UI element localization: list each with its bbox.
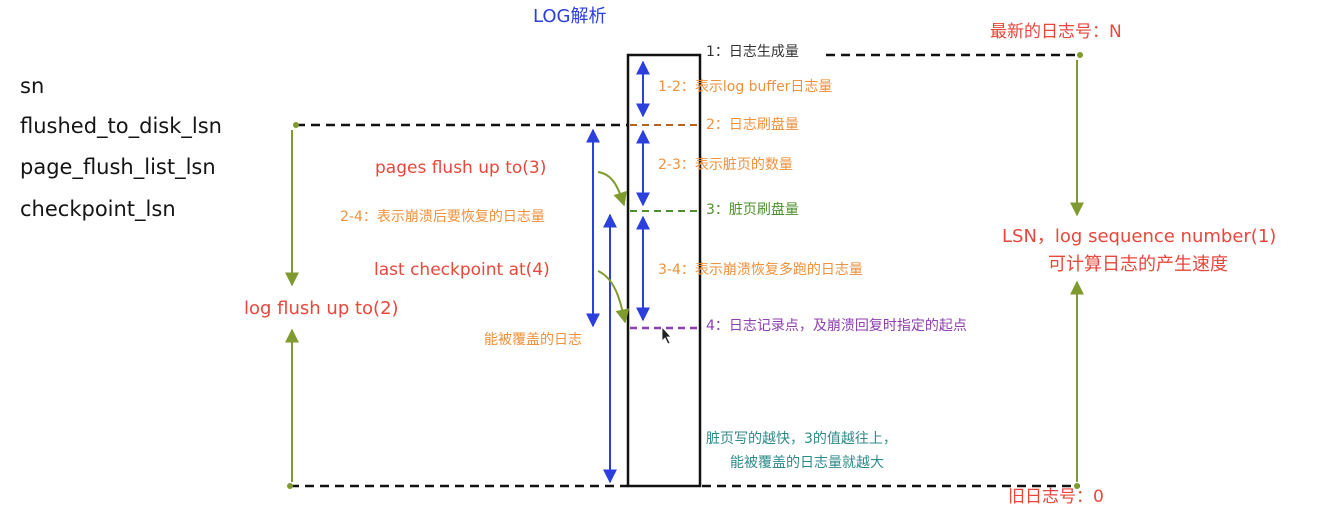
dot-right-bottom — [1074, 483, 1080, 489]
cursor-icon — [661, 325, 672, 345]
label-point-4: 4：日志记录点，及崩溃回复时指定的起点 — [706, 318, 967, 334]
term-checkpoint-lsn: checkpoint_lsn — [20, 197, 176, 221]
label-point-1: 1：日志生成量 — [706, 44, 799, 60]
label-range-3-4: 3-4：表示崩溃恢复多跑的日志量 — [658, 262, 863, 278]
label-lsn-speed: 可计算日志的产生速度 — [1048, 254, 1228, 275]
label-can-be-overwritten: 能被覆盖的日志 — [484, 332, 582, 348]
curve-last-checkpoint — [597, 270, 630, 324]
label-range-2-4: 2-4：表示崩溃后要恢复的日志量 — [340, 209, 545, 225]
note-line-1: 脏页写的越快，3的值越往上， — [706, 431, 897, 447]
term-page-flush-list-lsn: page_flush_list_lsn — [20, 155, 216, 179]
label-newest-log-number: 最新的日志号：N — [990, 22, 1122, 42]
dot-left-bottom — [287, 483, 293, 489]
label-log-flush-up-to: log flush up to(2) — [244, 298, 399, 319]
label-oldest-log-number: 旧日志号：0 — [1008, 487, 1104, 507]
dot-left-top — [293, 122, 299, 128]
term-flushed-to-disk-lsn: flushed_to_disk_lsn — [20, 114, 222, 138]
diagram-title: LOG解析 — [533, 6, 607, 27]
log-box — [626, 53, 702, 488]
label-last-checkpoint-at: last checkpoint at(4) — [374, 260, 550, 280]
dot-right-top — [1077, 52, 1083, 58]
label-range-1-2: 1-2：表示log buffer日志量 — [658, 79, 833, 95]
label-pages-flush-up-to: pages flush up to(3) — [375, 158, 547, 178]
label-lsn: LSN，log sequence number(1) — [1002, 226, 1277, 247]
term-sn: sn — [20, 74, 45, 98]
label-point-3: 3：脏页刷盘量 — [706, 202, 799, 218]
curve-pages-flush — [597, 171, 627, 207]
label-range-2-3: 2-3：表示脏页的数量 — [658, 157, 793, 173]
note-line-2: 能被覆盖的日志量就越大 — [730, 455, 884, 471]
label-point-2: 2：日志刷盘量 — [706, 117, 799, 133]
